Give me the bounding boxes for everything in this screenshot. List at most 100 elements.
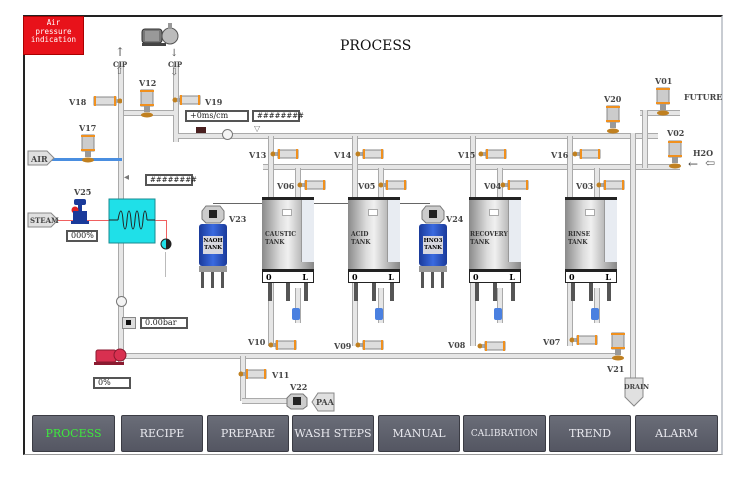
tank-base [419, 266, 447, 272]
valve-v01[interactable] [655, 86, 671, 116]
low-level-label: 0 [473, 272, 479, 282]
valve-v13[interactable] [270, 148, 302, 160]
valve-v03[interactable] [596, 179, 628, 191]
nav-prepare[interactable]: PREPARE [207, 415, 289, 452]
valve-v08[interactable] [477, 340, 509, 352]
valve-v10[interactable] [268, 339, 300, 351]
cip-supply-label: CIP [168, 60, 183, 69]
rinse-manual-valve-icon[interactable] [591, 308, 599, 320]
acid-manual-valve-icon[interactable] [375, 308, 383, 320]
valve-v22[interactable] [285, 392, 309, 410]
valve-v11-label: V11 [272, 370, 290, 380]
valve-v18[interactable] [90, 95, 122, 107]
valve-v16[interactable] [572, 148, 604, 160]
tank-nameplate [282, 209, 292, 216]
cip-return-arrow-icon: ↑ [115, 45, 126, 59]
valve-v05[interactable] [378, 179, 410, 191]
tank-legs [201, 272, 224, 288]
recovery-manual-valve-icon[interactable] [494, 308, 502, 320]
trap-drain-line [165, 252, 166, 277]
valve-v06[interactable] [297, 179, 329, 191]
nav-process[interactable]: PROCESS [32, 415, 115, 452]
nav-recipe[interactable]: RECIPE [121, 415, 203, 452]
valve-v12[interactable] [139, 88, 155, 118]
h2o-label: H2O [693, 148, 714, 158]
tank-name-line1: NAOH [203, 238, 223, 244]
nav-wash-steps[interactable]: WASH STEPS [292, 415, 374, 452]
valve-v11[interactable] [238, 368, 270, 380]
caustic-manual-valve-icon[interactable] [292, 308, 300, 320]
valve-v17[interactable] [80, 133, 96, 163]
valve-v12-label: V12 [139, 78, 157, 88]
tank-name-line1: CAUSTIC [265, 231, 297, 238]
tank-name-line2: TANK [470, 239, 490, 246]
low-level-label: 0 [266, 272, 272, 282]
valve-v19-label: V19 [205, 97, 223, 107]
valve-v07-label: V07 [543, 337, 561, 347]
nav-manual[interactable]: MANUAL [378, 415, 460, 452]
cip-supply-arrow-icon: ↓ [170, 48, 179, 59]
future-label: FUTURE [684, 92, 723, 102]
tank-legs [571, 283, 611, 301]
tank-legs [268, 283, 308, 301]
tank-name-line1: RINSE [568, 231, 591, 238]
naoh-dosing-line [213, 203, 263, 204]
supply-header-pipe [178, 133, 658, 139]
nav-trend[interactable]: TREND [549, 415, 631, 452]
air-pressure-indicator[interactable]: Air pressure indication [23, 16, 84, 55]
level-sensor-icon: ▽ [254, 124, 261, 133]
rinse-outlet-pipe [594, 288, 600, 323]
pressure-readout: 0.00bar [140, 317, 188, 329]
heat-exchanger-icon [108, 198, 156, 244]
h2o-flow-arrow-icon: ← [688, 157, 699, 171]
valve-v22-label: V22 [290, 382, 308, 392]
valve-v07[interactable] [569, 334, 601, 346]
low-level-label: 0 [569, 272, 575, 282]
valve-v02[interactable] [667, 139, 683, 169]
valve-v08-label: V08 [448, 340, 466, 350]
water-inlet-pipe [620, 164, 680, 170]
nav-alarm[interactable]: ALARM [635, 415, 718, 452]
valve-v20[interactable] [605, 104, 621, 134]
valve-v01-label: V01 [655, 76, 673, 86]
cip-supply-pump-icon[interactable] [140, 23, 180, 51]
condensate-line [166, 220, 167, 240]
air-indicator-line1: Air [46, 18, 61, 27]
steam-trap-icon [160, 238, 172, 250]
conductivity-readout: +0ms/cm [185, 110, 249, 122]
cip-main-pump-icon[interactable] [94, 345, 128, 367]
valve-v05-label: V05 [358, 181, 376, 191]
valve-v23[interactable] [200, 204, 226, 224]
valve-v09[interactable] [355, 339, 387, 351]
valve-v25[interactable] [70, 198, 90, 226]
valve-v19[interactable] [172, 94, 204, 106]
h2o-inlet-arrow-icon: ⇦ [705, 156, 716, 170]
pressure-transmitter-icon [122, 317, 136, 329]
pump-speed-readout: 0% [93, 377, 131, 389]
tank-name-line2: TANK [204, 245, 222, 251]
tank-legs [475, 283, 515, 301]
valve-v21[interactable] [610, 331, 626, 361]
level-gauge [508, 200, 521, 262]
valve-v02-label: V02 [667, 128, 685, 138]
nav-calibration[interactable]: CALIBRATION [463, 415, 546, 452]
valve-v04[interactable] [500, 179, 532, 191]
steam-line-2 [147, 220, 167, 221]
tank-base [199, 266, 227, 272]
valve-v15[interactable] [478, 148, 510, 160]
valve-v14[interactable] [355, 148, 387, 160]
suction-header-pipe [120, 353, 620, 359]
cip-supply-outline-arrow-icon: ⇩ [170, 67, 179, 78]
valve-v21-label: V21 [607, 364, 625, 374]
valve-v13-label: V13 [249, 150, 267, 160]
air-inlet-tag [27, 150, 55, 166]
valve-v24[interactable] [420, 204, 446, 224]
